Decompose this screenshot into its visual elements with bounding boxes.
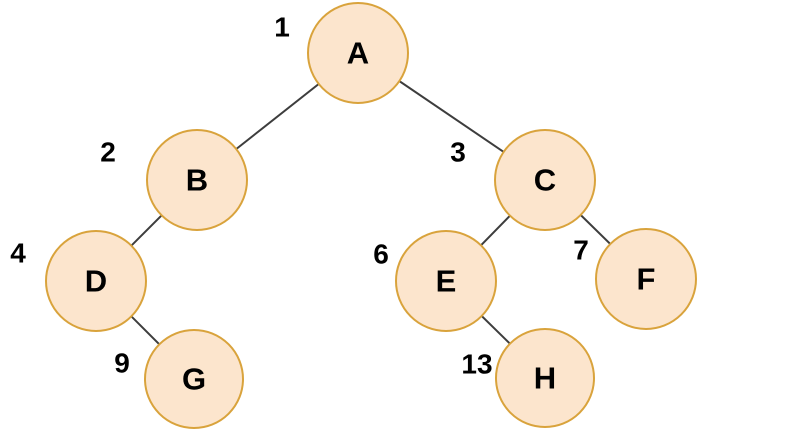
tree-node-D: D4 <box>10 230 147 332</box>
tree-node-H: H 13 <box>461 328 595 428</box>
node-circle-G <box>144 329 244 429</box>
node-letter-C: C <box>534 163 556 198</box>
node-index-D: 4 <box>10 238 26 269</box>
node-index-E: 6 <box>373 239 389 270</box>
node-index-A: 1 <box>274 12 290 43</box>
node-circle-D <box>45 230 147 332</box>
tree-node-G: G9 <box>114 329 244 429</box>
tree-node-B: B2 <box>100 129 248 231</box>
tree-node-F: F7 <box>573 228 697 330</box>
tree-node-E: E6 <box>373 230 497 332</box>
node-index-B: 2 <box>100 137 116 168</box>
tree-node-C: C3 <box>450 129 596 231</box>
node-letter-B: B <box>186 163 208 198</box>
tree-node-A: A1 <box>274 2 409 104</box>
node-index-G: 9 <box>114 348 130 379</box>
node-circle-A <box>307 2 409 104</box>
node-index-C: 3 <box>450 137 466 168</box>
node-circle-B <box>146 129 248 231</box>
node-circle-E <box>395 230 497 332</box>
node-letter-H: H <box>534 361 556 396</box>
node-letter-E: E <box>436 264 457 299</box>
node-circle-C <box>494 129 596 231</box>
node-index-H: 13 <box>461 349 492 380</box>
node-index-F: 7 <box>573 235 589 266</box>
node-letter-F: F <box>637 262 656 297</box>
node-circle-F <box>595 228 697 330</box>
node-circle-H <box>495 328 595 428</box>
node-letter-A: A <box>347 36 369 71</box>
node-letter-G: G <box>182 362 206 397</box>
node-letter-D: D <box>85 264 107 299</box>
